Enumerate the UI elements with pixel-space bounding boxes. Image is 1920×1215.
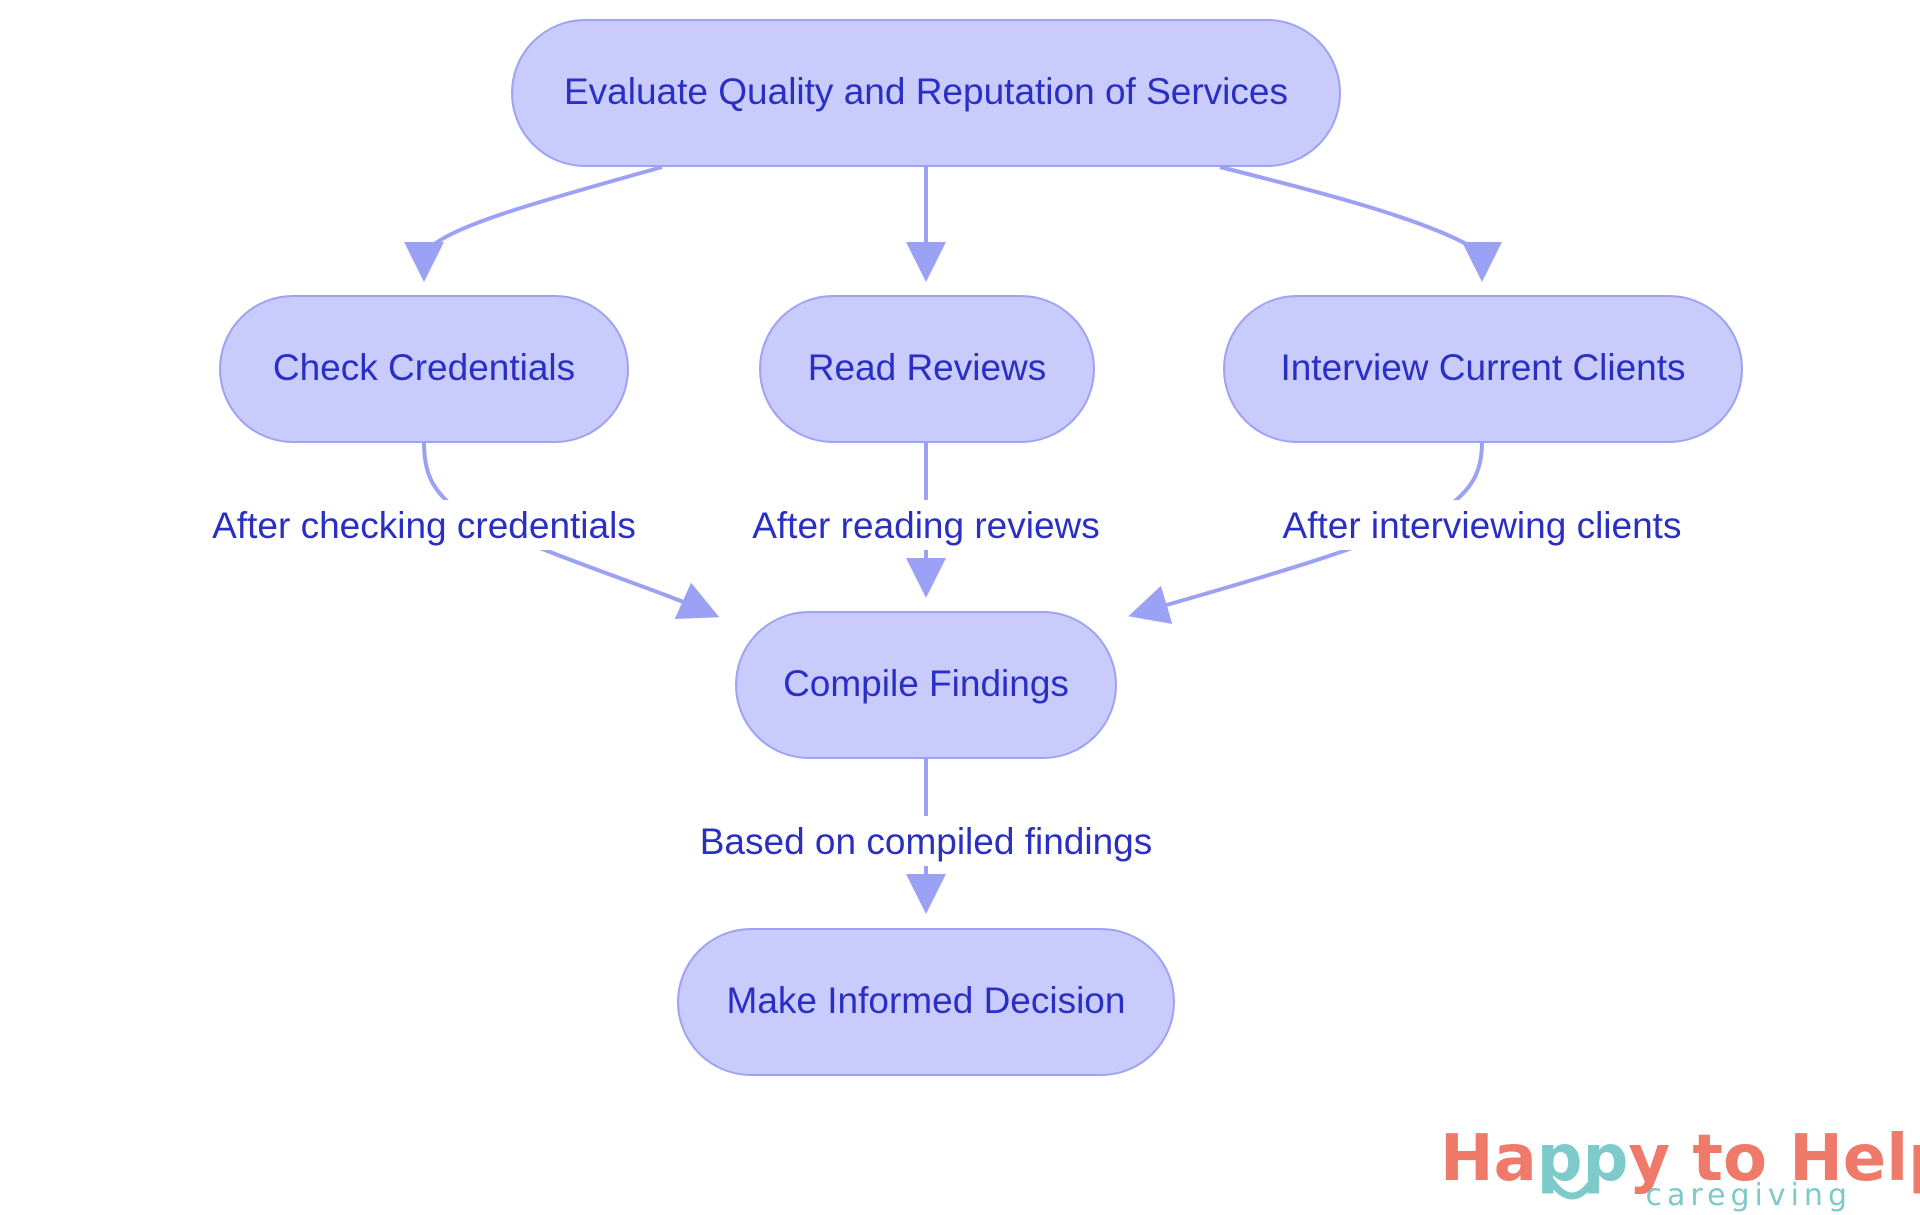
edge-label-bg xyxy=(745,500,1107,550)
node-check-credentials xyxy=(219,295,629,443)
node-read-reviews xyxy=(759,295,1095,443)
node-read-reviews-label: Read Reviews xyxy=(808,347,1047,388)
node-compile-findings xyxy=(735,611,1117,759)
edge-label-bg xyxy=(200,500,648,550)
node-interview-clients xyxy=(1223,295,1743,443)
edge-evaluate-to-credentials xyxy=(404,165,663,282)
node-evaluate xyxy=(511,19,1341,167)
edge-label-after-interview: After interviewing clients xyxy=(1283,505,1682,546)
edge-label-based-on-findings: Based on compiled findings xyxy=(700,821,1153,862)
edge-evaluate-to-interview xyxy=(1219,165,1502,282)
node-compile-findings-label: Compile Findings xyxy=(783,663,1069,704)
smile-icon xyxy=(1548,1178,1596,1200)
node-check-credentials-label: Check Credentials xyxy=(273,347,575,388)
node-interview-clients-label: Interview Current Clients xyxy=(1280,347,1685,388)
logo-subtitle: caregiving xyxy=(1645,1178,1852,1213)
logo-text-part3: y to Help xyxy=(1628,1122,1920,1196)
edge-label-after-reviews: After reading reviews xyxy=(752,505,1100,546)
node-make-decision-label: Make Informed Decision xyxy=(727,980,1126,1021)
node-evaluate-label: Evaluate Quality and Reputation of Servi… xyxy=(564,71,1288,112)
edge-label-bg xyxy=(1270,500,1694,550)
node-make-decision xyxy=(677,928,1175,1076)
happy-to-help-logo: Happy to Help caregiving xyxy=(1440,1122,1920,1213)
logo-text-part1: Ha xyxy=(1440,1122,1537,1196)
edge-label-bg xyxy=(696,816,1156,866)
edge-label-after-credentials: After checking credentials xyxy=(212,505,636,546)
